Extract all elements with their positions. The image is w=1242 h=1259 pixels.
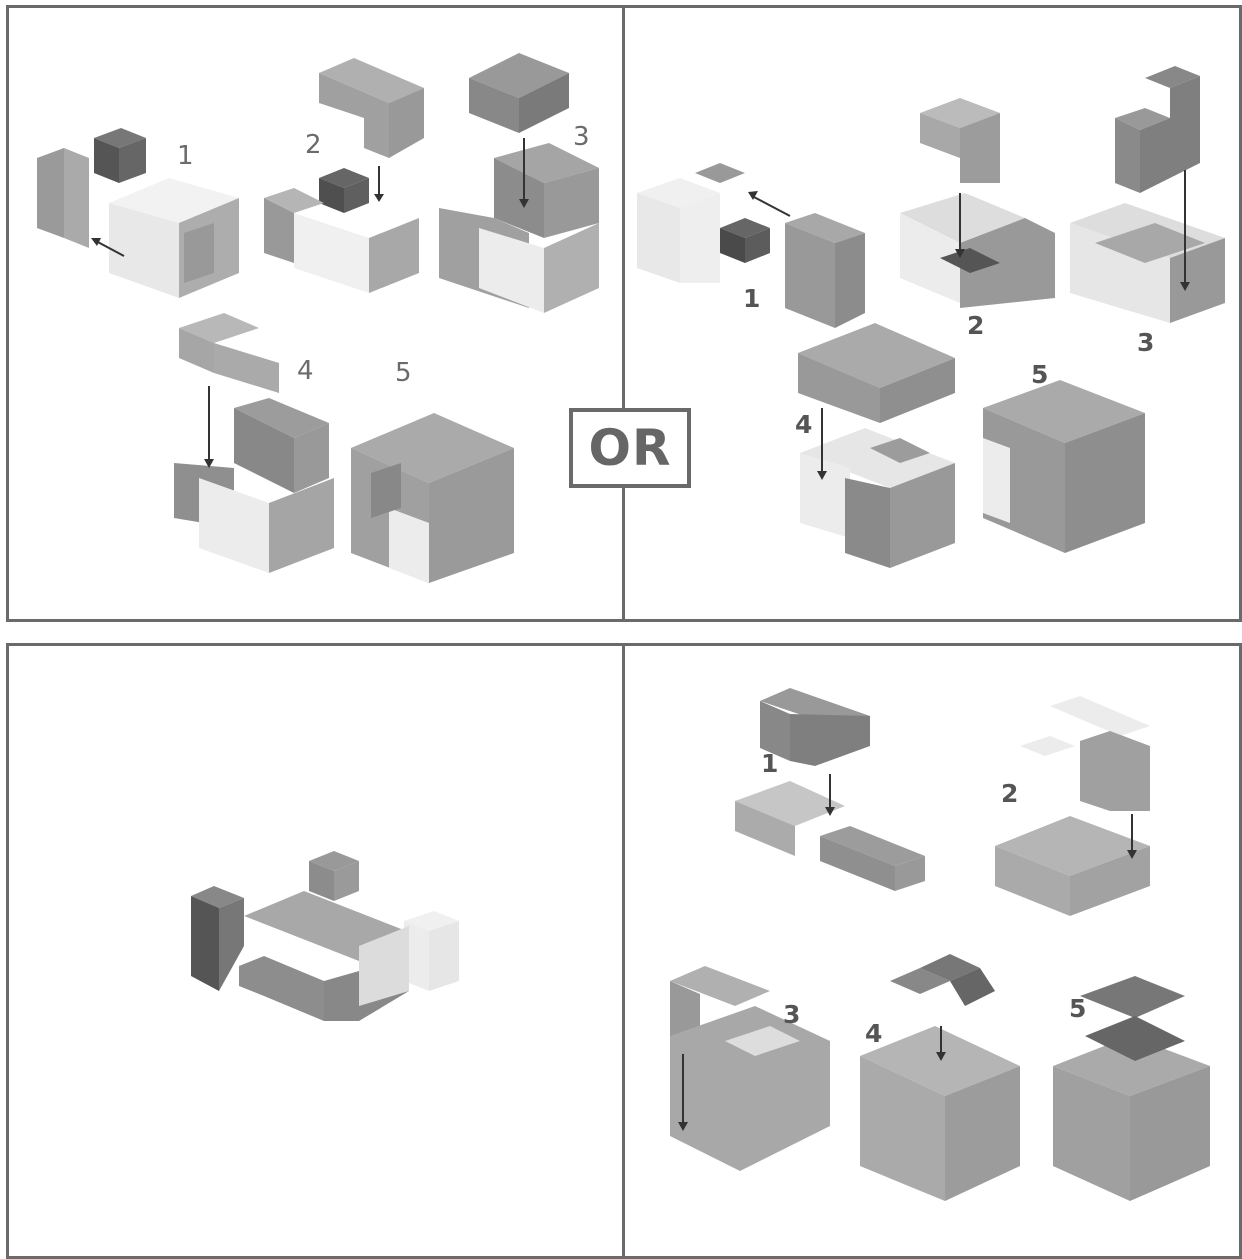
step-2-label: 2	[1001, 779, 1018, 808]
step-3-label: 3	[1137, 328, 1154, 357]
panel-bottom-right: 1 2 3 4 5	[622, 643, 1242, 1259]
step1-assembly	[735, 688, 925, 891]
step4-assembly	[174, 313, 334, 573]
step3-assembly	[670, 966, 830, 1171]
step3-assembly	[1070, 66, 1225, 323]
step2-assembly	[900, 98, 1055, 308]
assembly-diagram-top-left	[9, 8, 623, 619]
step-2-label: 2	[305, 130, 322, 160]
step4-assembly	[798, 323, 955, 568]
assembly-diagram-bottom-right	[625, 646, 1239, 1256]
step1-assembly	[37, 128, 239, 298]
step-1-label: 1	[761, 749, 778, 778]
step-5-label: 5	[1069, 994, 1086, 1023]
step2-assembly	[264, 58, 424, 293]
step5-assembled-cube	[351, 413, 514, 583]
flat-puzzle-pieces	[191, 851, 459, 1021]
step-4-label: 4	[297, 356, 314, 386]
step-5-label: 5	[395, 358, 412, 388]
or-label: OR	[588, 419, 671, 477]
step-3-label: 3	[783, 1000, 800, 1029]
step-2-label: 2	[967, 311, 984, 340]
step4-assembly	[860, 954, 1020, 1201]
step3-assembly	[439, 53, 599, 313]
pieces-layout-bottom-left	[9, 646, 623, 1256]
step-1-label: 1	[743, 284, 760, 313]
assembly-diagram-top-right	[625, 8, 1239, 619]
step-5-label: 5	[1031, 360, 1048, 389]
panel-top-right: 1 2 3 4 5	[622, 5, 1242, 622]
step5-assembled-cube	[983, 380, 1145, 553]
panel-top-left: 1 2 3 4 5	[6, 5, 626, 622]
panel-bottom-left	[6, 643, 626, 1259]
step-3-label: 3	[573, 122, 590, 152]
step-1-label: 1	[177, 141, 194, 171]
or-badge: OR	[569, 408, 691, 488]
step-4-label: 4	[795, 410, 812, 439]
step-4-label: 4	[865, 1019, 882, 1048]
